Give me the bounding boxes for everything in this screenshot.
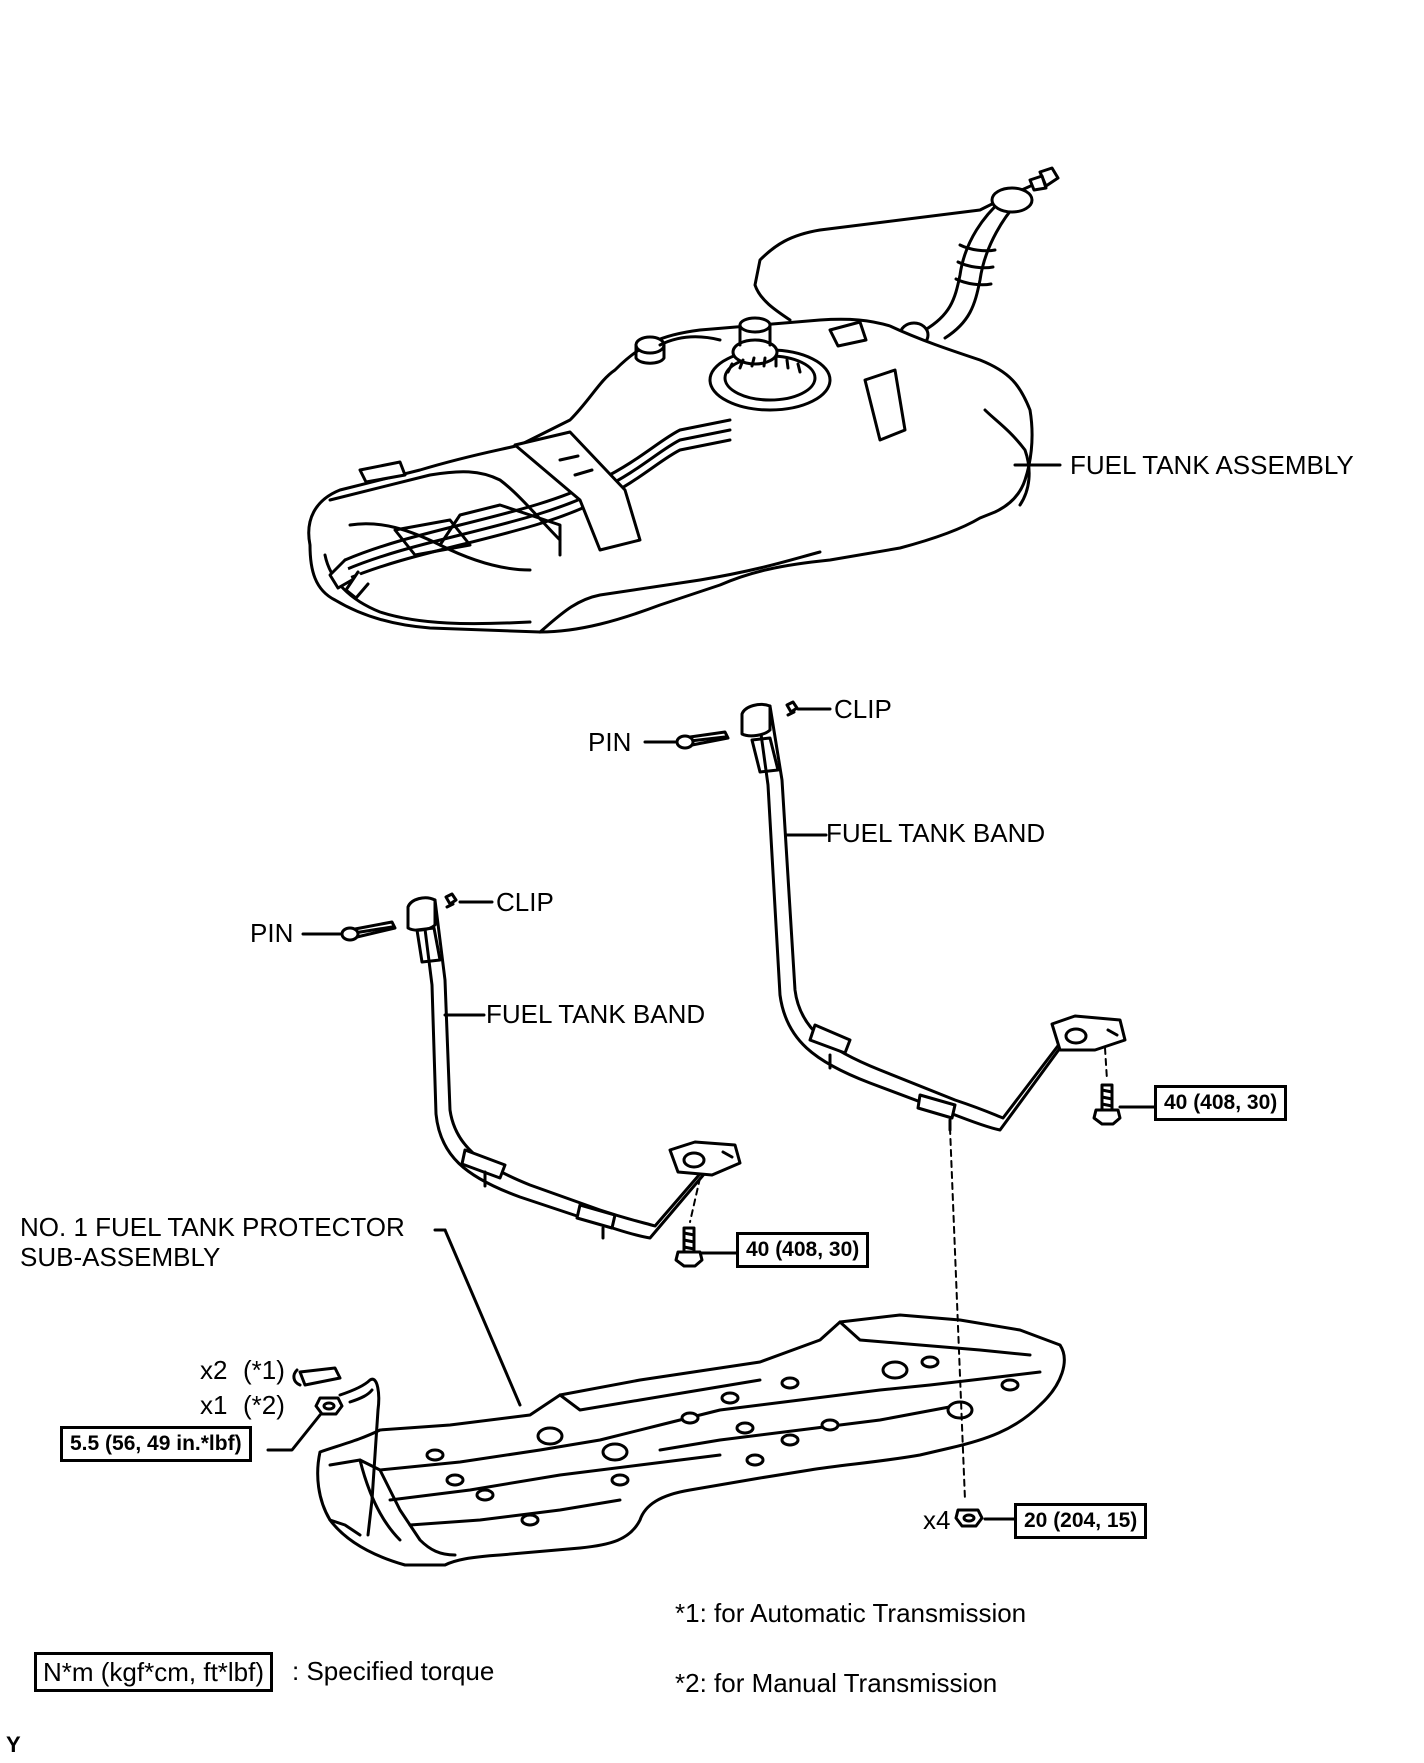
fuel-tank-protector-drawing [292,1313,1066,1567]
legend-torque-unit: N*m (kgf*cm, ft*lbf) [34,1652,274,1692]
corner-mark: Y [6,1732,21,1757]
legend-torque-desc: : Specified torque [292,1656,495,1686]
label-clip-left: CLIP [496,887,554,917]
protector-bolt [949,1127,984,1528]
note-manual: *2: for Manual Transmission [675,1668,998,1698]
leader-protector [443,1228,522,1407]
label-pin-right: PIN [588,727,632,757]
label-x4: x4 [923,1505,951,1535]
leader-torque-protector-nut [266,1413,322,1452]
band-left-bolt [674,1177,704,1268]
right-fuel-tank-band [675,700,1127,1132]
left-fuel-tank-band [340,892,742,1240]
label-x1: x1 [200,1390,228,1420]
torque-band-left: 40 (408, 30) [736,1232,870,1268]
torque-protector-nut: 5.5 (56, 49 in.*lbf) [60,1426,252,1462]
label-pin-left: PIN [250,918,294,948]
torque-band-right: 40 (408, 30) [1154,1085,1288,1121]
label-fuel-tank-band-left: FUEL TANK BAND [486,999,706,1029]
note-automatic: *1: for Automatic Transmission [675,1598,1027,1628]
label-x2: x2 [200,1355,228,1385]
band-right-bolt [1092,1047,1122,1126]
label-fuel-tank-band-right: FUEL TANK BAND [826,818,1046,848]
label-fuel-tank-assembly: FUEL TANK ASSEMBLY [1070,450,1354,480]
label-clip-right: CLIP [834,694,892,724]
label-x2-note: (*1) [243,1355,285,1385]
torque-protector-bolts: 20 (204, 15) [1014,1503,1148,1539]
label-protector-line1: NO. 1 FUEL TANK PROTECTOR [20,1212,405,1242]
label-protector-line2: SUB-ASSEMBLY [20,1242,221,1272]
fuel-tank-assembly-drawing [307,166,1060,634]
label-x1-note: (*2) [243,1390,285,1420]
